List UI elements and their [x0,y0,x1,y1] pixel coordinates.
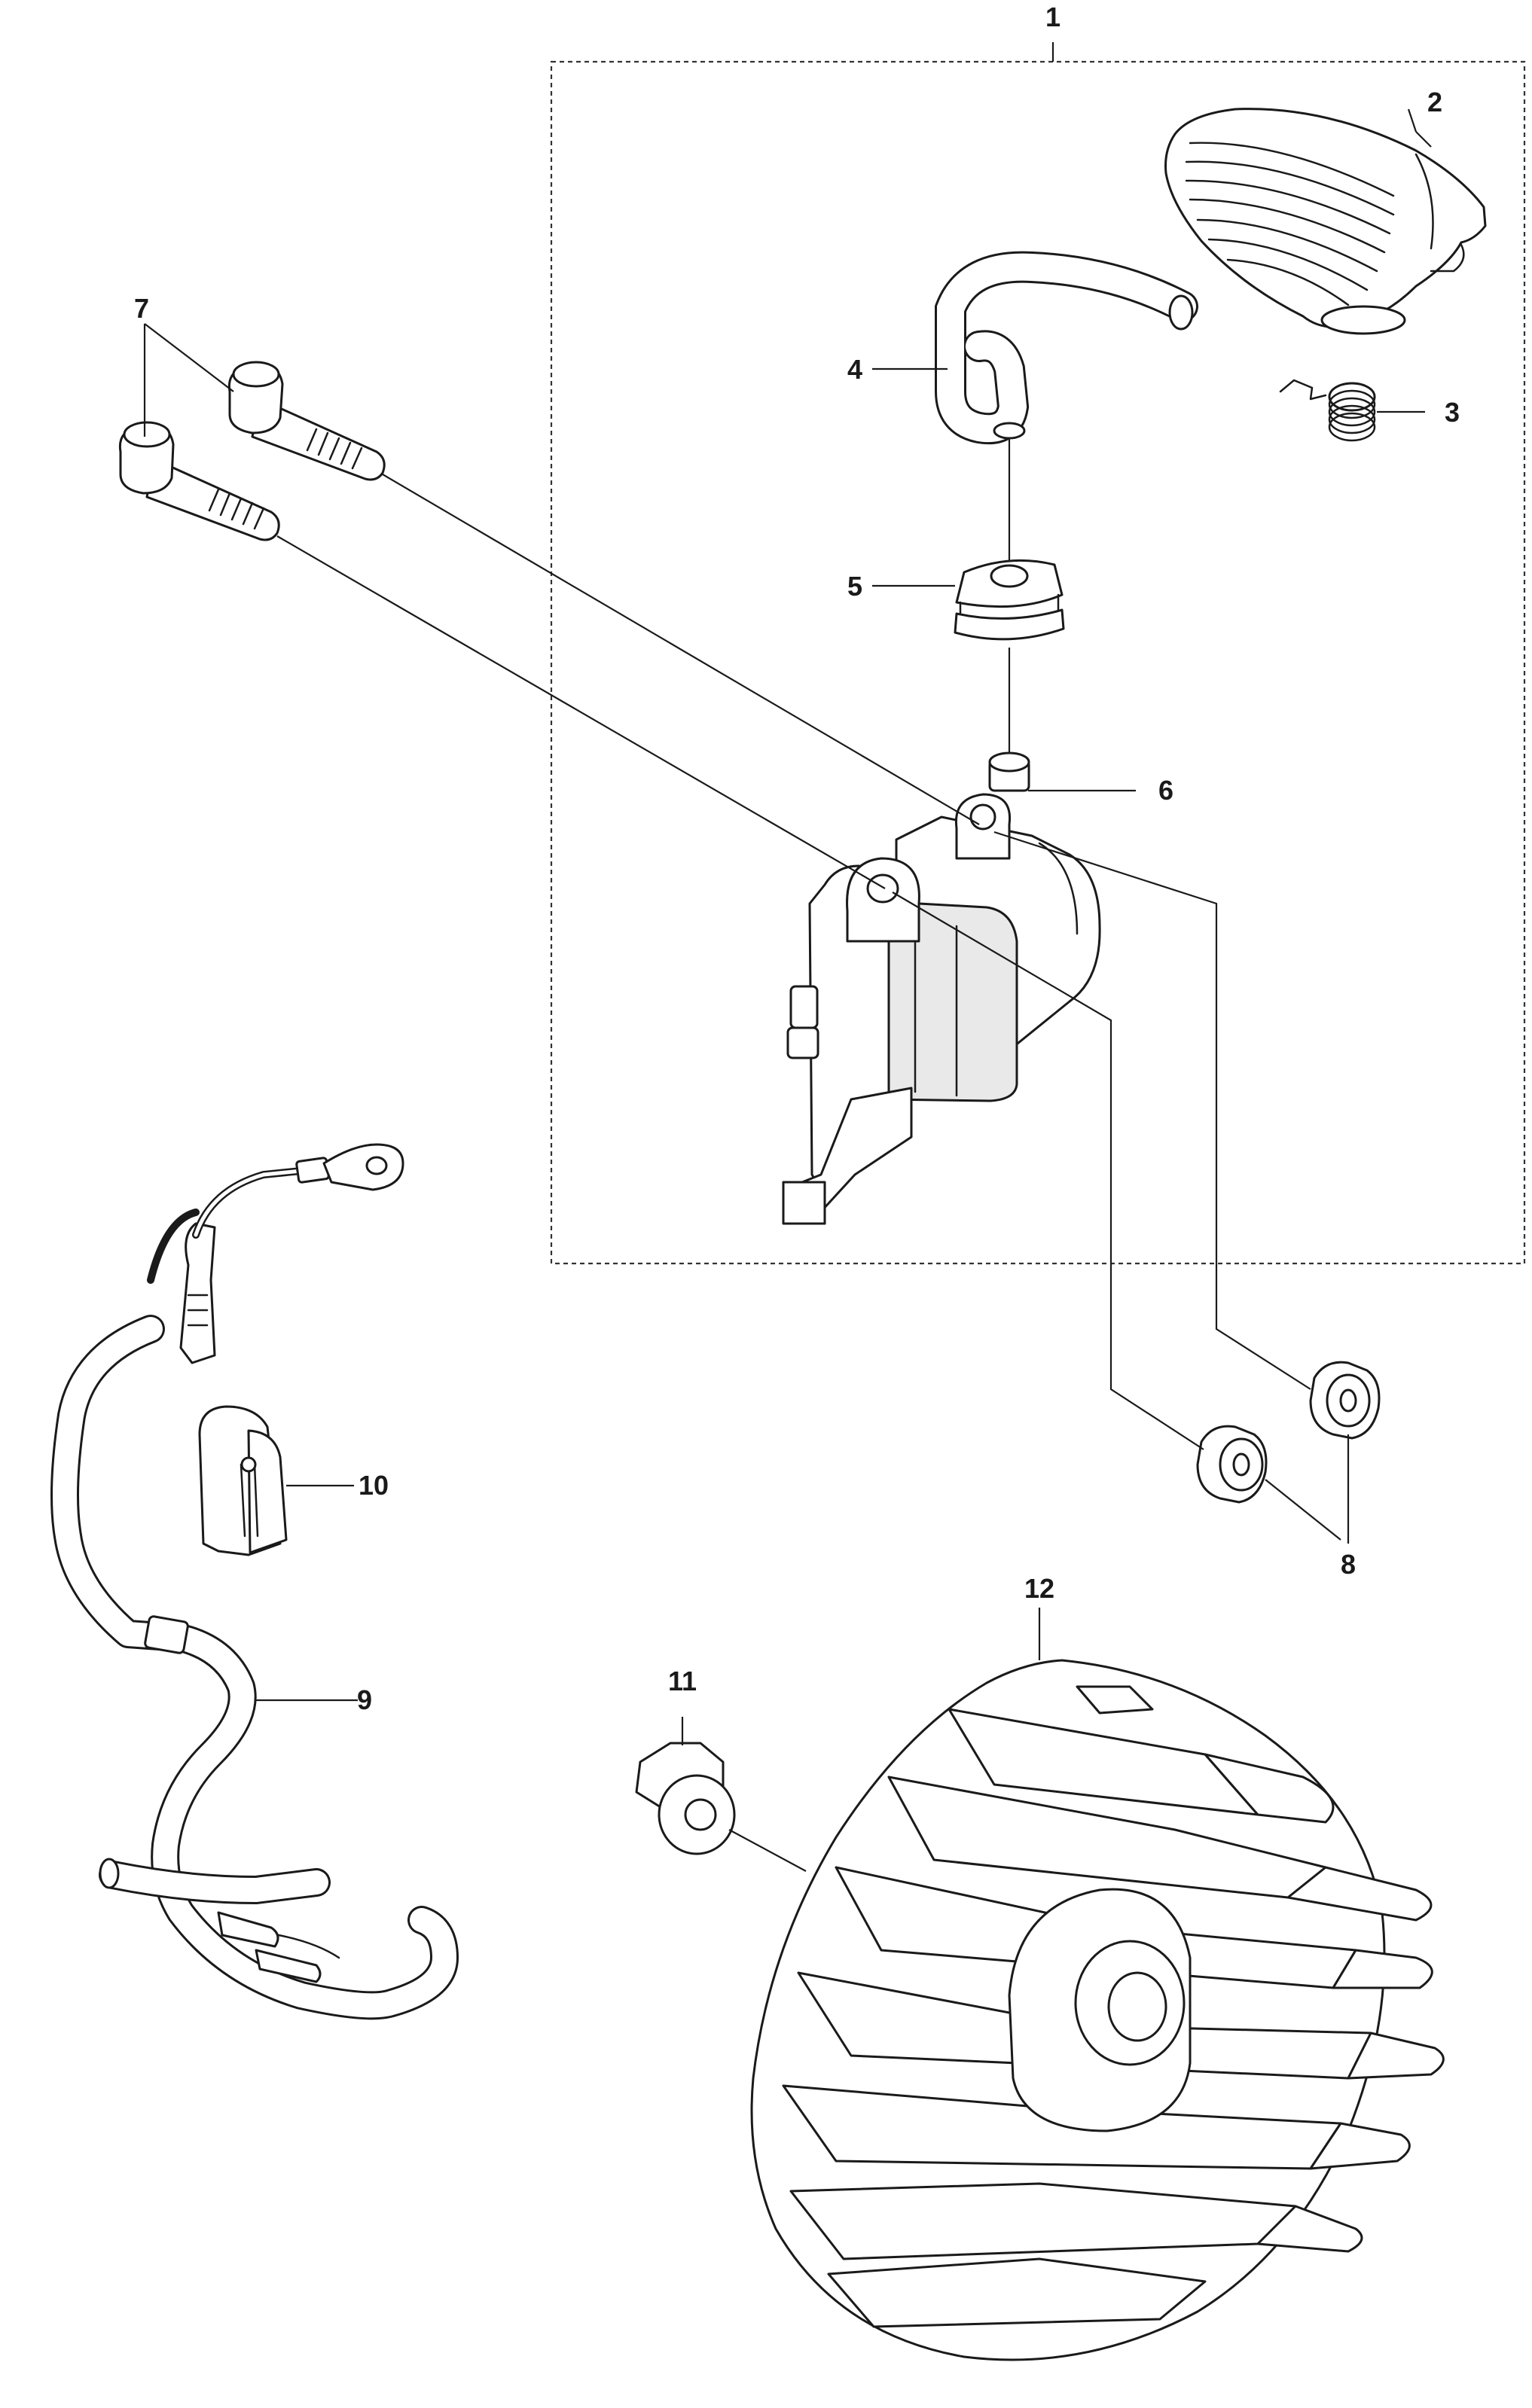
callout-3: 3 [1445,397,1460,428]
screw-lower-part [118,421,280,541]
flywheel-part [750,1659,1445,2361]
callout-4: 4 [847,354,862,385]
callout-8: 8 [1341,1549,1356,1580]
ignition-module-assembly-box [550,60,1526,1265]
wire-harness-part [50,1143,459,2020]
spacer-lower-part [1196,1425,1268,1504]
callout-1: 1 [1045,2,1060,32]
callout-5: 5 [847,571,862,602]
spring-part [1279,379,1376,442]
flange-nut-part [635,1742,736,1855]
callout-9: 9 [357,1684,372,1715]
cover-part [1164,108,1487,335]
tube-part [935,251,1198,445]
spacer-upper-part [1309,1361,1381,1440]
grommet-part [954,559,1065,641]
callout-11: 11 [668,1666,697,1696]
ignition-module-part [782,751,1101,1225]
callout-12: 12 [1024,1573,1054,1604]
callout-10: 10 [359,1470,389,1501]
screw-upper-part [227,361,386,481]
callout-7: 7 [134,293,149,324]
callout-2: 2 [1427,87,1442,117]
callout-6: 6 [1158,775,1173,806]
clip-part [198,1405,288,1556]
